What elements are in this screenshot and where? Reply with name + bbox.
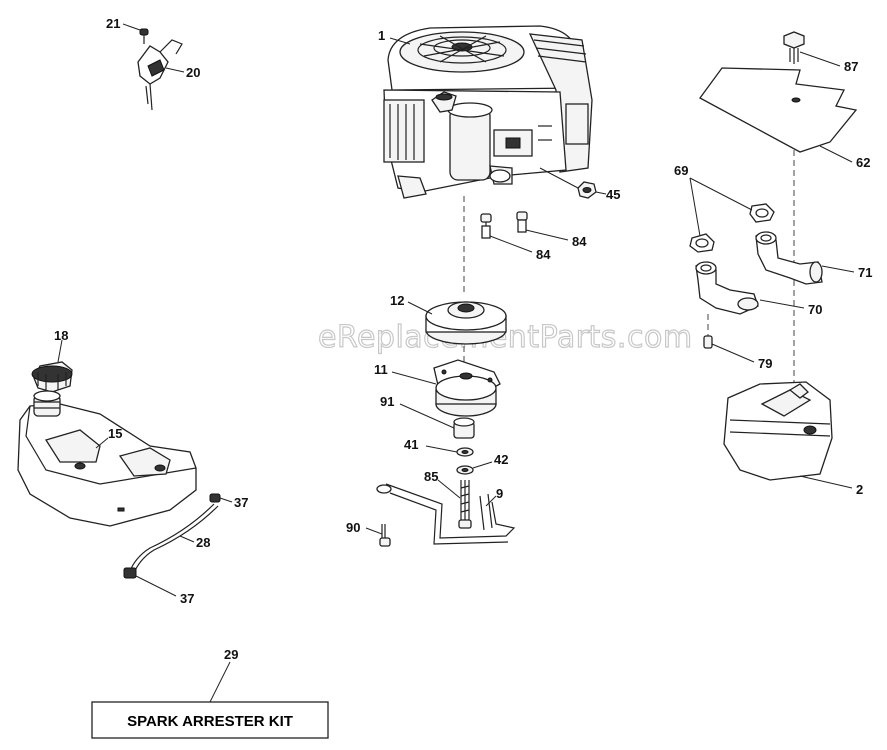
callout-41: 41 (404, 437, 418, 452)
part-71-exhaust-pipe[interactable] (755, 231, 823, 285)
callout-79: 79 (758, 356, 772, 371)
callout-69: 69 (674, 163, 688, 178)
callout-91: 91 (380, 394, 394, 409)
callout-84-right: 84 (572, 234, 587, 249)
callout-29: 29 (224, 647, 238, 662)
callout-90: 90 (346, 520, 360, 535)
part-69-gasket-upper[interactable] (749, 203, 775, 223)
callout-11: 11 (374, 362, 388, 377)
callout-84-left: 84 (536, 247, 551, 262)
callout-37-upper: 37 (234, 495, 248, 510)
part-79-screw[interactable] (703, 335, 713, 349)
spark-arrester-kit-box[interactable] (91, 701, 329, 739)
part-90-bolt[interactable] (379, 524, 391, 547)
part-84-bolt-right[interactable] (516, 211, 528, 233)
part-18-fuel-cap[interactable] (31, 361, 73, 393)
part-85-bolt[interactable] (458, 480, 472, 529)
callout-70: 70 (808, 302, 822, 317)
part-91-bearing[interactable] (453, 417, 475, 439)
part-70-exhaust-pipe[interactable] (695, 261, 759, 315)
part-20-control-bracket[interactable] (137, 39, 183, 111)
callout-1: 1 (378, 28, 385, 43)
part-11-electric-clutch[interactable] (433, 359, 501, 417)
part-1-engine[interactable] (383, 25, 593, 199)
callout-20: 20 (186, 65, 200, 80)
part-84-bolt-left[interactable] (480, 213, 492, 239)
part-21-screw[interactable] (139, 28, 149, 44)
callout-2: 2 (856, 482, 863, 497)
callout-37-lower: 37 (180, 591, 194, 606)
callout-62: 62 (856, 155, 870, 170)
part-37-clamp-upper[interactable] (209, 493, 221, 503)
callout-28: 28 (196, 535, 210, 550)
callout-21: 21 (106, 16, 120, 31)
part-9-clutch-bracket[interactable] (376, 483, 516, 545)
callout-12: 12 (390, 293, 404, 308)
part-87-bolt[interactable] (783, 31, 805, 64)
callout-18: 18 (54, 328, 68, 343)
part-42-washer[interactable] (456, 465, 474, 475)
callout-85: 85 (424, 469, 438, 484)
part-15-fuel-tank[interactable] (17, 390, 197, 527)
part-2-muffler[interactable] (723, 381, 833, 481)
part-45-nut[interactable] (577, 181, 597, 199)
callout-42: 42 (494, 452, 508, 467)
callout-15: 15 (108, 426, 122, 441)
part-62-heat-shield[interactable] (699, 67, 858, 153)
part-28-fuel-line[interactable] (129, 503, 219, 575)
callout-87: 87 (844, 59, 858, 74)
callout-71: 71 (858, 265, 872, 280)
part-41-washer[interactable] (456, 447, 474, 457)
spark-arrester-kit-label: SPARK ARRESTER KIT (127, 713, 293, 730)
part-69-gasket-lower[interactable] (689, 233, 715, 253)
part-37-clamp-lower[interactable] (123, 567, 137, 579)
part-12-pulley[interactable] (425, 301, 507, 345)
callout-9: 9 (496, 486, 503, 501)
callout-45: 45 (606, 187, 620, 202)
